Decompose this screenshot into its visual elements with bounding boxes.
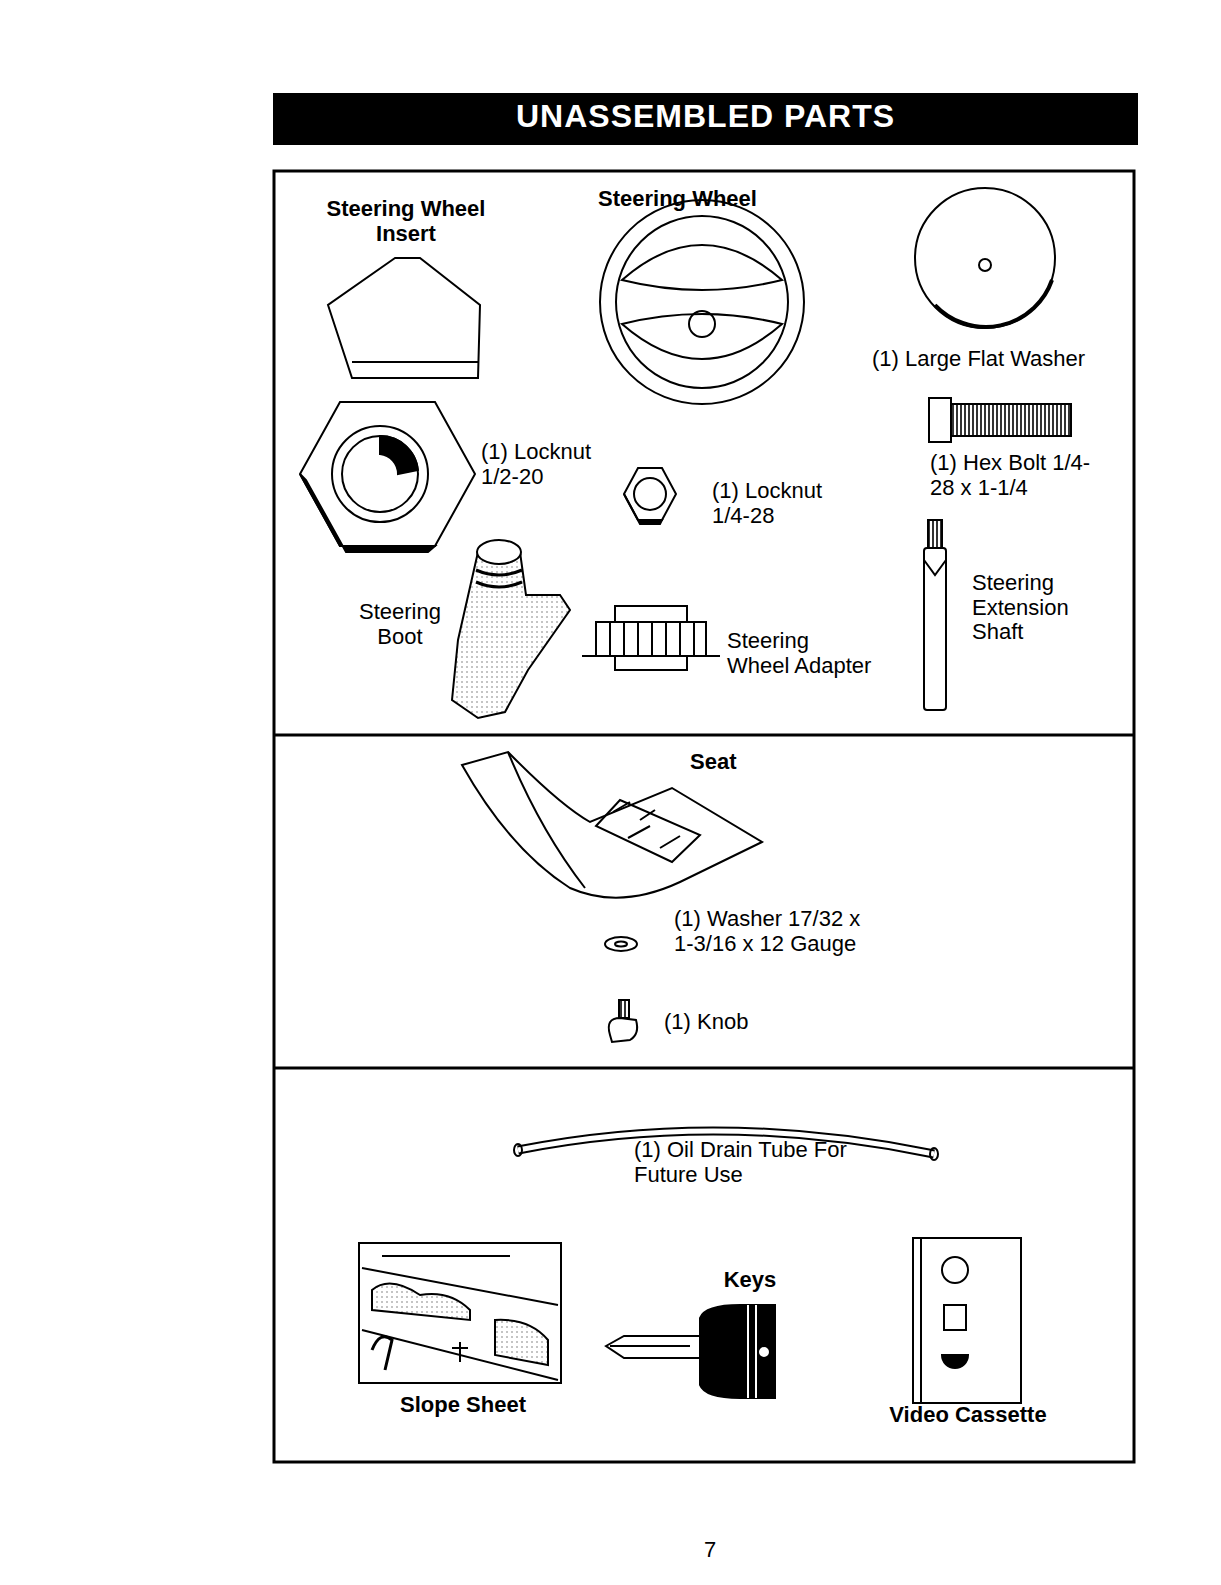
part-name: (1) Locknut 1/2-20 (481, 440, 601, 489)
part-name: Steering Boot (350, 600, 450, 649)
part-name: (1) Knob (664, 1010, 784, 1035)
part-name: Steering Wheel Insert (318, 197, 494, 246)
part-name: (1) Large Flat Washer (872, 347, 1122, 372)
part-name: (1) Hex Bolt 1/4-28 x 1-1/4 (930, 451, 1110, 500)
panel-divider (274, 734, 1134, 737)
panel-frame (274, 171, 1134, 1462)
part-name: Steering Wheel (598, 187, 818, 212)
part-name: Keys (700, 1268, 800, 1293)
part-name: Steering Wheel Adapter (727, 629, 877, 678)
part-name: (1) Locknut 1/4-28 (712, 479, 842, 528)
part-name: Seat (690, 750, 790, 775)
part-name: Slope Sheet (363, 1393, 563, 1418)
panel-divider (274, 1067, 1134, 1070)
page-title: UNASSEMBLED PARTS (273, 98, 1138, 135)
title-band (273, 93, 1138, 145)
page-number: 7 (680, 1538, 740, 1563)
part-name: Video Cassette (868, 1403, 1068, 1428)
part-name: (1) Oil Drain Tube For Future Use (634, 1138, 864, 1187)
part-name: Steering Extension Shaft (972, 571, 1102, 645)
part-name: (1) Washer 17/32 x 1-3/16 x 12 Gauge (674, 907, 879, 956)
